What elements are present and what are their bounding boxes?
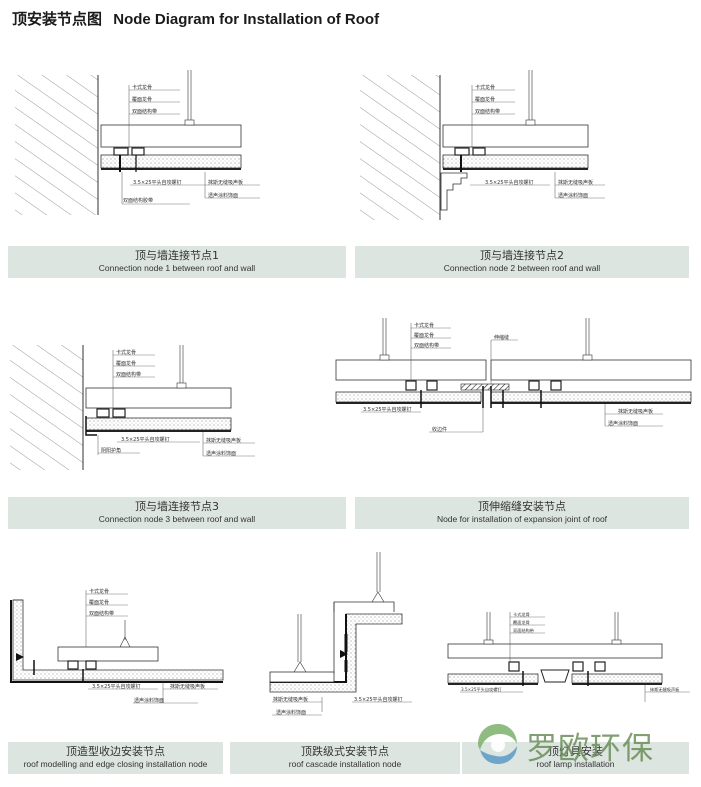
caption-zh: 顶与墙连接节点1 (135, 249, 219, 262)
wall-hatch (15, 75, 98, 215)
label-panel: 抹斯无缝吸声板 (558, 179, 593, 186)
label-double-tape: 双面结构胶带 (123, 197, 153, 204)
label-keel-double: 双面结构带 (513, 627, 534, 634)
label-edge-piece: 收边件 (432, 426, 447, 433)
label-keel-card: 卡式龙骨 (132, 84, 152, 91)
caption-node-3: 顶与墙连接节点3 Connection node 3 between roof … (8, 497, 346, 529)
label-screw: 3.5×25平头自攻螺钉 (485, 179, 534, 186)
caption-zh: 顶灯具安装 (548, 745, 603, 758)
label-panel: 抹斯无缝吸声板 (273, 696, 308, 703)
label-keel-card: 卡式龙骨 (513, 611, 530, 618)
label-keel-card: 卡式龙骨 (89, 588, 109, 595)
acoustic-panel (85, 417, 232, 431)
label-keel-double: 双面结构带 (132, 108, 157, 115)
diagram-node-3: 卡式龙骨 覆面龙骨 双面结构带 阴阳护角 3.5×25平头自攻螺钉 抹斯无缝吸声… (5, 340, 335, 490)
label-keel-cover: 覆面龙骨 (89, 599, 109, 606)
label-screw: 3.5×25平头自攻螺钉 (354, 696, 403, 703)
label-panel: 抹斯无缝吸声板 (170, 683, 205, 690)
caption-en: Connection node 2 between roof and wall (443, 263, 601, 273)
label-keel-cover: 覆面龙骨 (116, 360, 136, 367)
logo-icon (478, 724, 517, 764)
label-expansion: 伸缩缝 (494, 334, 509, 341)
label-finish: 透声涂料饰面 (276, 709, 306, 716)
label-keel-double: 双面结构带 (414, 342, 439, 349)
label-screw: 3.5×25平头自攻螺钉 (461, 686, 502, 693)
label-panel: 抹斯无缝吸声板 (650, 686, 680, 693)
caption-node-6: 顶跌级式安装节点 roof cascade installation node (230, 742, 460, 774)
diagram-node-2: 卡式龙骨 覆面龙骨 双面结构带 3.5×25平头自攻螺钉 抹斯无缝吸声板 透声涂… (355, 70, 695, 240)
expansion-joint-strip (460, 383, 510, 391)
acoustic-panel (100, 154, 242, 169)
diagram-cascade: 抹斯无缝吸声板 透声涂料饰面 3.5×25平头自攻螺钉 (262, 552, 442, 722)
label-keel-card: 卡式龙骨 (414, 322, 434, 329)
label-screw: 3.5×25平头自攻螺钉 (92, 683, 141, 690)
caption-en: Connection node 3 between roof and wall (98, 514, 256, 524)
logo-text: 罗欧环保 (526, 731, 654, 767)
caption-zh: 顶造型收边安装节点 (66, 745, 165, 758)
page-title-en: Node Diagram for Installation of Roof (113, 11, 380, 28)
caption-en: roof modelling and edge closing installa… (23, 759, 208, 769)
label-keel-double: 双面结构带 (475, 108, 500, 115)
wall-hatch (360, 75, 440, 220)
caption-node-5: 顶造型收边安装节点 roof modelling and edge closin… (8, 742, 223, 774)
brand-logo: 罗欧环保 (474, 720, 694, 768)
label-screw: 3.5×25平头自攻螺钉 (363, 406, 412, 413)
caption-zh: 顶与墙连接节点2 (480, 249, 564, 262)
lamp-fixture (540, 669, 570, 683)
label-keel-double: 双面结构带 (89, 610, 114, 617)
acoustic-panel (12, 599, 224, 681)
label-screw: 3.5×25平头自攻螺钉 (121, 436, 170, 443)
label-panel: 抹斯无缝吸声板 (208, 179, 243, 186)
caption-en: Connection node 1 between roof and wall (98, 263, 256, 273)
label-keel-cover: 覆面龙骨 (414, 332, 434, 339)
caption-zh: 顶跌级式安装节点 (301, 745, 389, 758)
page-title-zh: 顶安装节点图 (12, 10, 103, 28)
label-finish: 透声涂料饰面 (558, 192, 588, 199)
label-finish: 透声涂料饰面 (206, 450, 236, 457)
diagram-edge-closing: 卡式龙骨 覆面龙骨 双面结构带 3.5×25平头自攻螺钉 抹斯无缝吸声板 透声涂… (8, 585, 268, 735)
cornice-trim (440, 172, 468, 211)
label-keel-double: 双面结构带 (116, 371, 141, 378)
label-protect-corner: 阴阳护角 (101, 447, 121, 454)
label-keel-card: 卡式龙骨 (475, 84, 495, 91)
caption-en: roof lamp installation (536, 759, 615, 769)
label-panel: 抹斯无缝吸声板 (618, 408, 653, 415)
label-finish: 透声涂料饰面 (608, 420, 638, 427)
label-keel-cover: 覆面龙骨 (513, 619, 530, 626)
diagram-node-1: 卡式龙骨 覆面龙骨 双面结构带 双面结构胶带 3.5×25平头自攻螺钉 抹斯无缝… (10, 70, 350, 240)
page-title: 顶安装节点图 Node Diagram for Installation of … (12, 8, 379, 29)
label-finish: 透声涂料饰面 (134, 697, 164, 704)
wall-hatch (10, 345, 83, 470)
label-screw: 3.5×25平头自攻螺钉 (133, 179, 182, 186)
label-finish: 透声涂料饰面 (208, 192, 238, 199)
caption-zh: 顶伸缩缝安装节点 (478, 500, 566, 513)
caption-en: Node for installation of expansion joint… (436, 514, 608, 524)
caption-node-2: 顶与墙连接节点2 Connection node 2 between roof … (355, 246, 689, 278)
label-keel-cover: 覆面龙骨 (132, 96, 152, 103)
acoustic-panel (442, 154, 589, 169)
caption-node-4: 顶伸缩缝安装节点 Node for installation of expans… (355, 497, 689, 529)
diagram-expansion-joint: 卡式龙骨 覆面龙骨 双面结构带 伸缩缝 3.5×25平头自攻螺钉 收边件 抹斯无… (333, 318, 695, 448)
diagram-lamp: 卡式龙骨 覆面龙骨 双面结构带 3.5×25平头自攻螺钉 抹斯无缝吸声板 (445, 592, 695, 702)
caption-en: roof cascade installation node (288, 759, 402, 769)
caption-zh: 顶与墙连接节点3 (135, 500, 219, 513)
caption-node-1: 顶与墙连接节点1 Connection node 1 between roof … (8, 246, 346, 278)
label-keel-cover: 覆面龙骨 (475, 96, 495, 103)
label-keel-card: 卡式龙骨 (116, 349, 136, 356)
label-panel: 抹斯无缝吸声板 (206, 437, 241, 444)
